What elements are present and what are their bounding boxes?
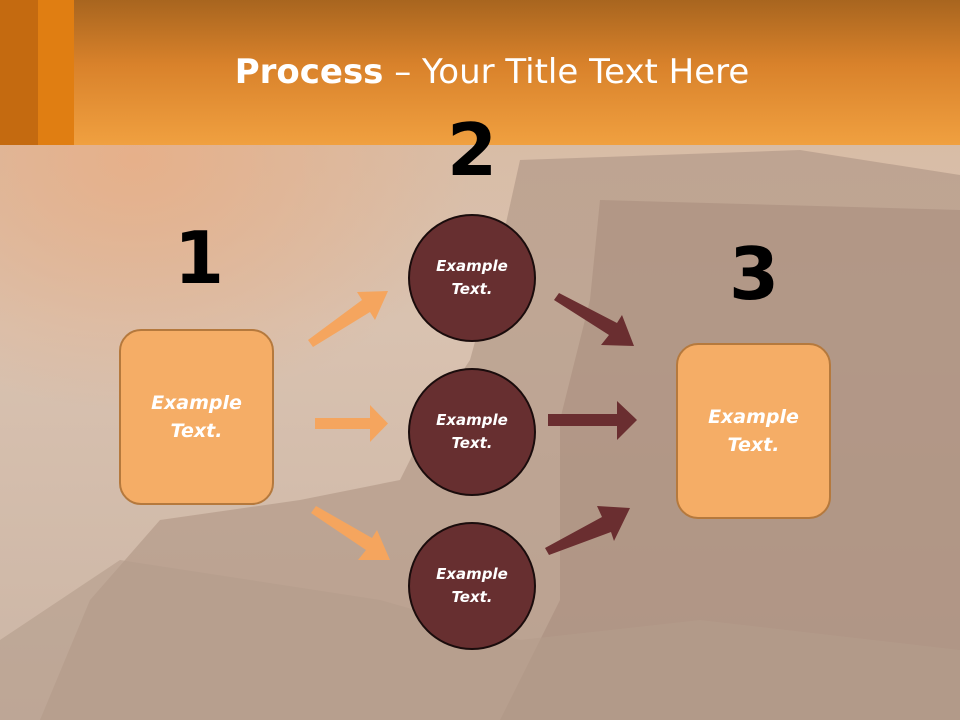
circle-top-line1: Example — [436, 256, 508, 275]
step-circle-top: Example Text. — [408, 214, 536, 342]
step-circle-middle: Example Text. — [408, 368, 536, 496]
title-bar — [0, 0, 960, 145]
step-number-1: 1 — [173, 216, 225, 300]
title-rest: – Your Title Text Here — [383, 52, 750, 92]
circle-middle-line2: Text. — [451, 434, 493, 452]
circle-middle-line1: Example — [436, 410, 508, 429]
box-right-line1: Example — [708, 405, 799, 428]
arrow-right-up — [545, 506, 630, 555]
header-accent-stripe — [38, 0, 74, 145]
step-box-left: Example Text. — [119, 329, 274, 505]
arrow-left-right — [315, 405, 388, 442]
circle-bottom-line1: Example — [436, 564, 508, 583]
box-right-line2: Text. — [727, 434, 780, 456]
arrow-right-down — [554, 293, 634, 346]
box-left-line1: Example — [151, 391, 242, 414]
box-left-line2: Text. — [170, 420, 223, 442]
header-accent-stripe — [0, 0, 38, 145]
step-number-3: 3 — [728, 232, 780, 316]
title-bold: Process — [234, 52, 384, 92]
circle-bottom-line2: Text. — [451, 588, 493, 606]
step-box-right: Example Text. — [676, 343, 831, 519]
arrow-left-down — [311, 506, 390, 560]
slide-title: Process – Your Title Text Here — [0, 52, 960, 92]
circle-top-line2: Text. — [451, 280, 493, 298]
step-circle-bottom: Example Text. — [408, 522, 536, 650]
step-number-2: 2 — [446, 108, 498, 192]
arrow-left-up — [308, 291, 388, 347]
arrow-right-right — [548, 401, 637, 440]
